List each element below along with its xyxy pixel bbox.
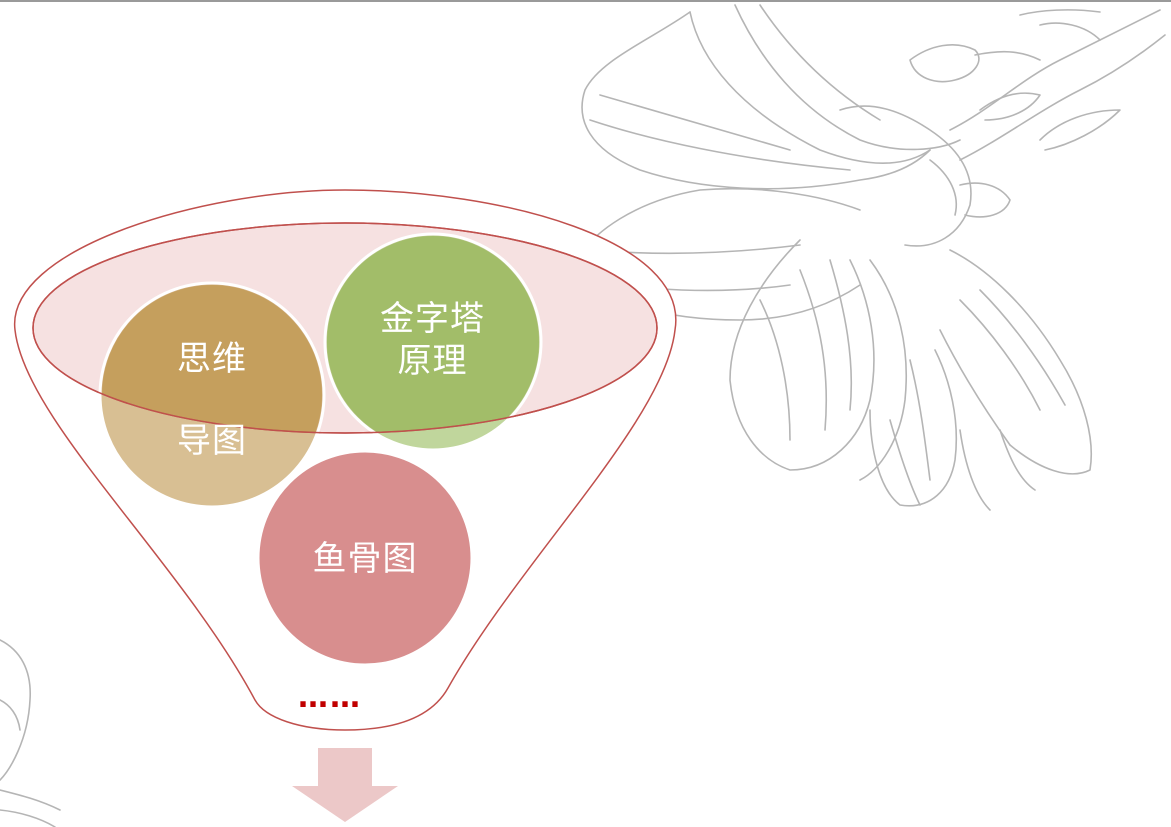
label-mind-map-line1: 思维 — [177, 339, 247, 379]
ellipsis-text: …… — [298, 680, 362, 715]
label-pyramid-line1: 金字塔 — [380, 299, 485, 339]
label-mind-map-line2: 导图 — [177, 421, 247, 461]
label-pyramid-line2: 原理 — [397, 341, 468, 381]
circle-fishbone — [256, 449, 474, 667]
top-border — [0, 0, 1171, 2]
down-arrow-icon — [292, 748, 398, 822]
label-fishbone: 鱼骨图 — [312, 539, 418, 579]
